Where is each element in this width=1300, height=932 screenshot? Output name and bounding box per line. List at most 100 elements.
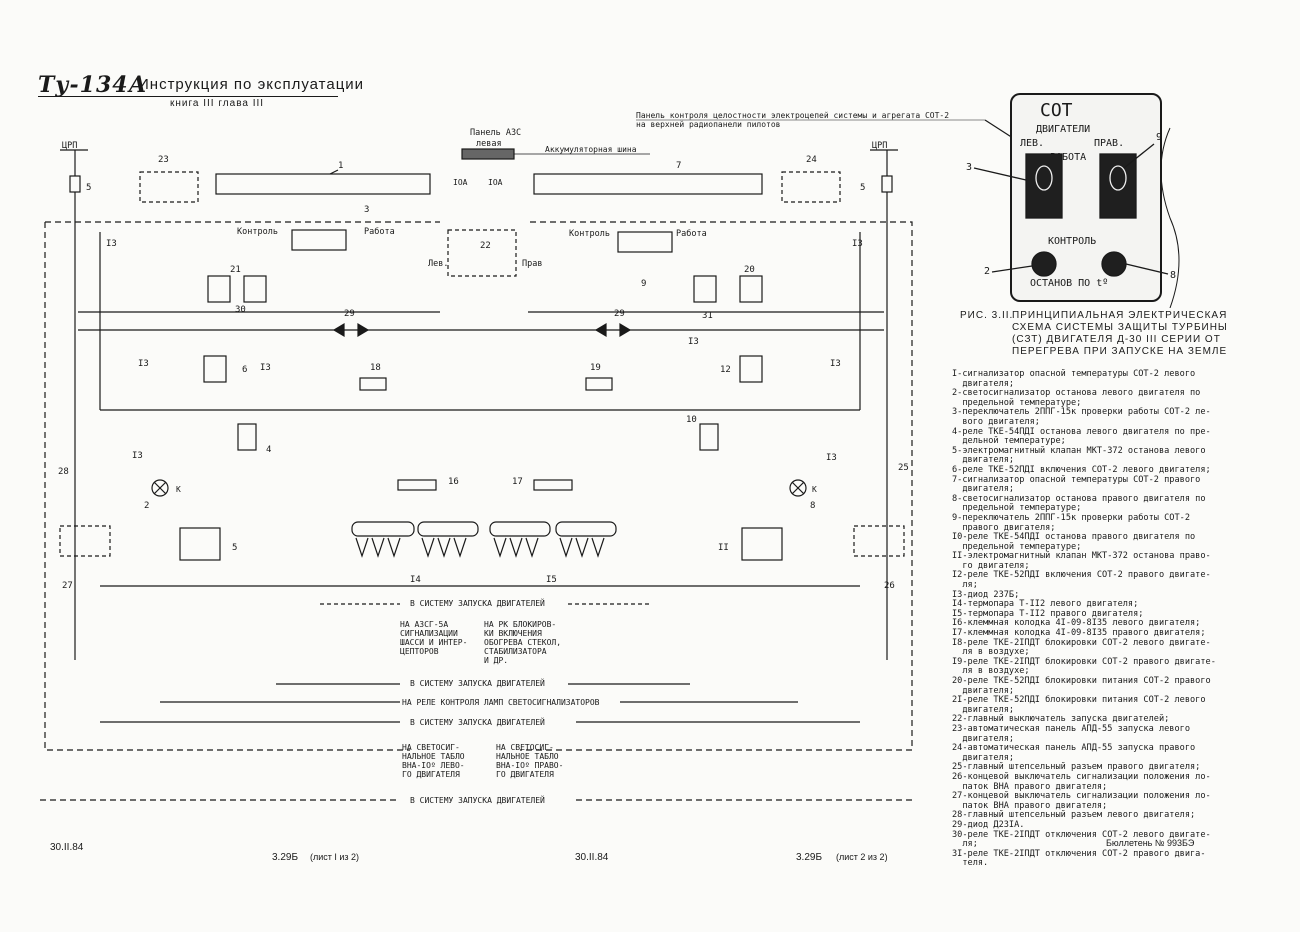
svg-text:7: 7 [676, 161, 681, 171]
legend-line: ля; [952, 580, 978, 591]
thermocouples-right [489, 521, 617, 537]
bus-line-5: НА РЕЛЕ КОНТРОЛЯ ЛАМП СВЕТОСИГНАЛИЗАТОРО… [402, 698, 600, 707]
svg-text:2: 2 [144, 501, 149, 511]
legend-line: II-электромагнитный клапан МКТ-372 остан… [952, 551, 1211, 562]
header-rule [38, 96, 338, 97]
svg-text:ДВИГАТЕЛИ: ДВИГАТЕЛИ [1036, 124, 1090, 135]
svg-text:ШАССИ И ИНТЕР-: ШАССИ И ИНТЕР- [400, 638, 467, 647]
svg-text:НА СВЕТОСИГ-: НА СВЕТОСИГ- [402, 743, 460, 752]
svg-text:ЛЕВ.: ЛЕВ. [1020, 138, 1044, 149]
svg-text:ОБОГРЕВА СТЕКОЛ,: ОБОГРЕВА СТЕКОЛ, [484, 638, 561, 647]
svg-text:НАЛЬНОЕ ТАБЛО: НАЛЬНОЕ ТАБЛО [402, 752, 465, 761]
svg-text:IOA: IOA [488, 178, 503, 187]
legend-line: I2-реле ТКЕ-52ПДI включения СОТ-2 правог… [952, 570, 1211, 581]
bus-line-6: В СИСТЕМУ ЗАПУСКА ДВИГАТЕЛЕЙ [410, 716, 545, 727]
svg-text:ВНА-IОº ЛЕВО-: ВНА-IОº ЛЕВО- [402, 761, 465, 770]
svg-text:НАЛЬНОЕ ТАБЛО: НАЛЬНОЕ ТАБЛО [496, 752, 559, 761]
legend-line: 30-реле ТКЕ-2IПДТ отключения СОТ-2 левог… [952, 829, 1211, 840]
svg-text:НА СВЕТОСИГ-: НА СВЕТОСИГ- [496, 743, 554, 752]
legend-line: предельной температуре; [952, 397, 1082, 408]
legend-line: 3-переключатель 2ППГ-15к проверки работы… [952, 407, 1211, 418]
crp-left: ЦРП [62, 141, 77, 151]
footer-date-mid: 30.II.84 [575, 852, 609, 863]
footer-sheet-right: (лист 2 из 2) [836, 852, 888, 862]
switch-left-icon [1025, 153, 1063, 219]
legend-line: го двигателя; [952, 560, 1030, 571]
figure-number: РИС. 3.II. [960, 310, 1014, 321]
legend-line: 9-переключатель 2ППГ-15к проверки работы… [952, 512, 1190, 523]
svg-text:9: 9 [1156, 132, 1162, 143]
svg-text:K: K [812, 485, 817, 494]
legend-line: вого двигателя; [952, 416, 1040, 427]
svg-text:25: 25 [898, 463, 909, 473]
legend-line: I8-реле ТКЕ-2IПДТ блокировки СОТ-2 левог… [952, 637, 1211, 648]
lamp-left-icon [1031, 251, 1057, 277]
svg-text:5: 5 [860, 183, 865, 193]
footer-page-right: 3.29Б [796, 852, 823, 863]
svg-text:19: 19 [590, 363, 601, 373]
svg-text:НА РК БЛОКИРОВ-: НА РК БЛОКИРОВ- [484, 620, 556, 629]
footer-date-left: 30.II.84 [50, 842, 84, 853]
legend-line: паток ВНА правого двигателя; [952, 781, 1108, 792]
svg-text:ГО ДВИГАТЕЛЯ: ГО ДВИГАТЕЛЯ [496, 770, 554, 779]
svg-text:31: 31 [702, 311, 713, 321]
legend-line: I-сигнализатор опасной температуры СОТ-2… [952, 369, 1196, 379]
legend-line: I7-клеммная колодка 4I-09-8I35 правого д… [952, 628, 1206, 639]
legend-line: теля. [952, 858, 989, 869]
legend-line: двигателя; [952, 733, 1015, 744]
control-label-right: Контроль [569, 229, 610, 239]
svg-text:I3: I3 [138, 359, 149, 369]
svg-text:2: 2 [984, 266, 990, 277]
svg-text:27: 27 [62, 581, 73, 591]
svg-text:ПРАВ.: ПРАВ. [1094, 138, 1124, 149]
legend-line: дельной температуре; [952, 436, 1066, 447]
svg-text:3: 3 [966, 162, 972, 173]
svg-text:I3: I3 [826, 453, 837, 463]
legend-line: паток ВНА правого двигателя; [952, 800, 1108, 811]
svg-text:3: 3 [364, 205, 369, 215]
svg-text:6: 6 [242, 365, 247, 375]
legend-line: 20-реле ТКЕ-52ПДI блокировки питания СОТ… [952, 676, 1211, 686]
svg-text:28: 28 [58, 467, 69, 477]
legend-line: 7-сигнализатор опасной температуры СОТ-2… [952, 474, 1201, 485]
control-label-left: Контроль [237, 227, 278, 237]
legend-line: 8-светосигнализатор останова правого дви… [952, 493, 1206, 504]
svg-text:18: 18 [370, 363, 381, 373]
svg-text:I3: I3 [260, 363, 271, 373]
svg-text:26: 26 [884, 581, 895, 591]
svg-text:4: 4 [266, 445, 271, 455]
sot-panel-drawing: СОТ ДВИГАТЕЛИ ЛЕВ. ПРАВ. РАБОТА КОНТРОЛЬ… [966, 100, 1180, 308]
lamp-right-icon [1101, 251, 1127, 277]
svg-text:10: 10 [686, 415, 697, 425]
svg-text:9: 9 [641, 279, 646, 289]
svg-text:17: 17 [512, 477, 523, 487]
legend-line: 2I-реле ТКЕ-52ПДI блокировки питания СОТ… [952, 695, 1206, 706]
svg-text:И ДР.: И ДР. [484, 656, 508, 665]
svg-text:16: 16 [448, 477, 459, 487]
lev-label: Лев. [428, 259, 448, 269]
svg-text:29: 29 [614, 309, 625, 319]
svg-text:НА АЗСГ-5А: НА АЗСГ-5А [400, 620, 448, 629]
svg-text:8: 8 [1170, 270, 1176, 281]
legend-line: I4-термопара Т-II2 левого двигателя; [952, 599, 1139, 610]
svg-text:I3: I3 [132, 451, 143, 461]
thermocouples-left [351, 521, 479, 537]
legend-line: I0-реле ТКЕ-54ПДI останова правого двига… [952, 532, 1196, 543]
legend-line: 23-автоматическая панель АПД-55 запуска … [952, 723, 1190, 734]
sot2-right-unit [533, 173, 763, 195]
svg-text:I3: I3 [106, 239, 117, 249]
svg-text:I3: I3 [852, 239, 863, 249]
legend-line: ля в воздухе; [952, 647, 1030, 658]
svg-text:СОТ: СОТ [1040, 100, 1073, 121]
svg-text:30: 30 [235, 305, 246, 315]
legend-line: I6-клеммная колодка 4I-09-8I35 левого дв… [952, 618, 1201, 629]
legend-line: предельной температуре; [952, 541, 1082, 552]
svg-text:I3: I3 [830, 359, 841, 369]
legend-line: 3I-реле ТКЕ-2IПДТ отключения СОТ-2 право… [952, 848, 1206, 859]
footer-sheet-left: (лист I из 2) [310, 852, 360, 862]
legend-line: I3-диод 237Б; [952, 589, 1020, 600]
legend-line: I5-термопара Т-II2 правого двигателя; [952, 608, 1144, 619]
svg-text:1: 1 [338, 161, 343, 171]
azs-left-label: левая [476, 139, 502, 149]
